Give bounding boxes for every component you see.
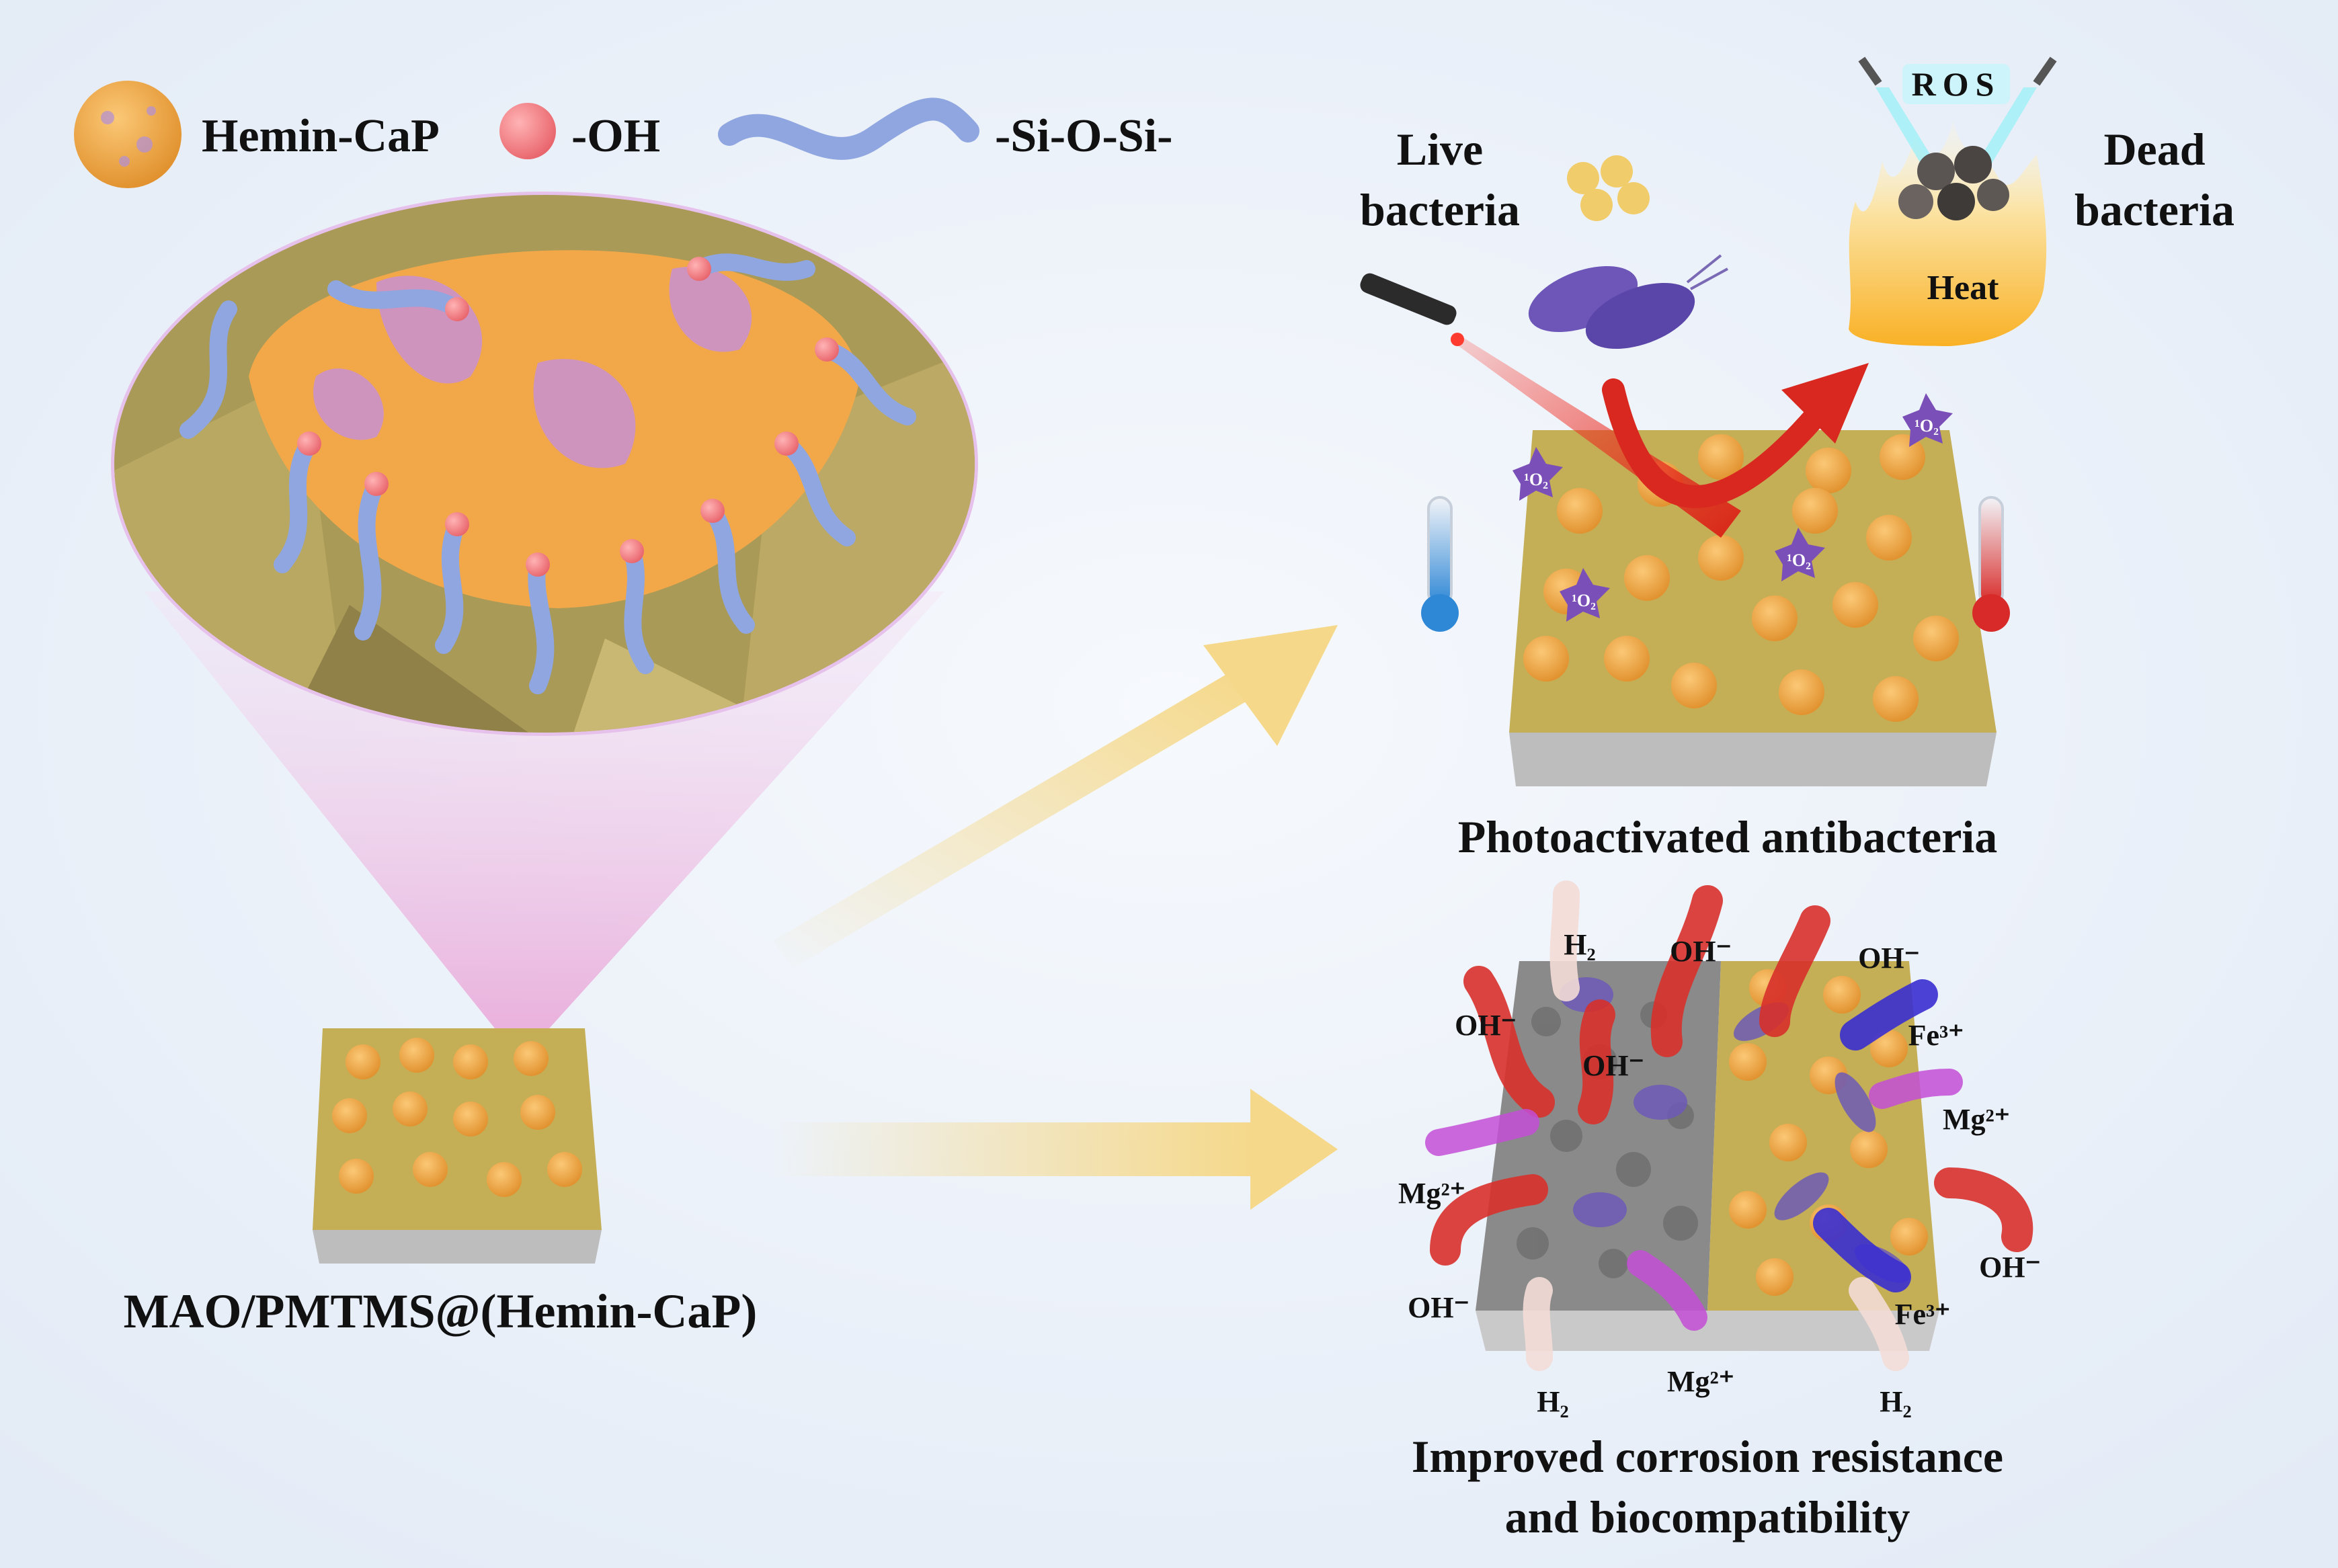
svg-text:¹O₂: ¹O₂ <box>1787 550 1811 570</box>
fe-label-top: Fe³⁺ <box>1908 1019 1964 1052</box>
hydroxyl-icon <box>499 103 556 159</box>
arrow-to-corrosion <box>773 1089 1338 1210</box>
mg-label-left: Mg²⁺ <box>1398 1177 1465 1210</box>
zoom-cone <box>145 591 944 1048</box>
mg-label-right: Mg²⁺ <box>1943 1103 2010 1136</box>
fe-label-bottom: Fe³⁺ <box>1895 1298 1951 1331</box>
hydroxide-release-tubes <box>1430 885 2033 1266</box>
fire-icon <box>1849 121 2047 346</box>
oh-label-bottom-left: OH⁻ <box>1408 1291 1469 1324</box>
ros-label: ROS <box>1912 65 2001 103</box>
oh-label-mid: OH⁻ <box>1582 1049 1644 1082</box>
live-bacteria-line2: bacteria <box>1360 184 1520 235</box>
heat-label: Heat <box>1927 269 2000 307</box>
sample-label: MAO/PMTMS@(Hemin-CaP) <box>124 1284 758 1338</box>
thermometer-hot-icon <box>1972 496 2010 632</box>
oh-label-right: OH⁻ <box>1979 1251 2041 1284</box>
legend-oh-label: -OH <box>571 110 660 162</box>
svg-text:¹O₂: ¹O₂ <box>1914 416 1939 436</box>
singlet-oxygen-markers: ¹O₂ ¹O₂ ¹O₂ ¹O₂ <box>1513 393 1953 622</box>
svg-text:¹O₂: ¹O₂ <box>1524 470 1548 489</box>
dead-bacteria-icon <box>1898 146 2009 220</box>
corrosion-substrate <box>1476 1311 1939 1351</box>
hemin-cap-icon <box>74 81 182 188</box>
zoomed-particle-view <box>111 192 978 736</box>
live-bacteria-line1: Live <box>1397 124 1483 175</box>
legend-hemin-label: Hemin-CaP <box>202 110 440 162</box>
antibacteria-panel: ¹O₂ ¹O₂ ¹O₂ ¹O₂ <box>1360 56 2234 862</box>
sample-block-left <box>313 1028 602 1264</box>
svg-text:¹O₂: ¹O₂ <box>1572 591 1596 610</box>
siloxane-chain-icon <box>718 97 979 160</box>
oh-label-left: OH⁻ <box>1455 1009 1517 1042</box>
oh-label-top: OH⁻ <box>1670 935 1732 968</box>
iron-release-tubes <box>1813 979 1938 1292</box>
oh-label-top-right: OH⁻ <box>1858 942 1920 975</box>
dead-bacteria-line1: Dead <box>2103 124 2205 175</box>
corrosion-caption-line2: and biocompatibility <box>1505 1491 1910 1542</box>
h2-label-top: H₂ <box>1564 928 1595 961</box>
mg-label-bottom: Mg²⁺ <box>1667 1365 1734 1398</box>
reflected-light-arrow <box>1602 378 1826 508</box>
antibacteria-caption: Photoactivated antibacteria <box>1458 811 1998 862</box>
thermometer-cold-icon <box>1421 496 1459 632</box>
magnesium-release-tubes <box>1425 1069 1963 1331</box>
ros-label-box <box>1902 64 2010 104</box>
h2-label-bottom-left: H₂ <box>1537 1385 1568 1418</box>
live-bacteria-icon <box>1528 155 1728 349</box>
corrosion-caption-line1: Improved corrosion resistance <box>1412 1431 2003 1482</box>
dead-bacteria-line2: bacteria <box>2074 184 2234 235</box>
substrate <box>1509 733 1997 786</box>
hydrogen-release-tubes <box>1523 880 1909 1371</box>
legend-siosi-label: -Si-O-Si- <box>995 110 1172 162</box>
arrow-to-antibacteria <box>773 625 1338 968</box>
hemin-cap-particles <box>1523 434 1959 722</box>
legend: Hemin-CaP -OH -Si-O-Si- <box>74 81 1172 188</box>
h2-label-bottom-right: H₂ <box>1880 1385 1911 1418</box>
corrosion-panel: H₂ OH⁻ OH⁻ OH⁻ OH⁻ Fe³⁺ Mg²⁺ Mg²⁺ OH⁻ OH… <box>1398 880 2041 1542</box>
